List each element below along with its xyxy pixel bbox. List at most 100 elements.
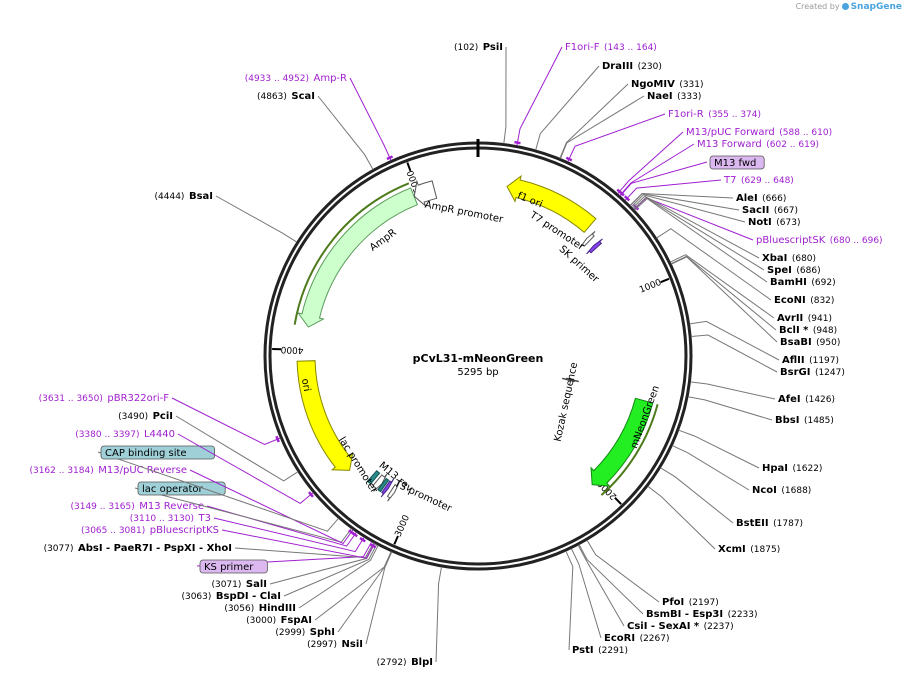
site-m13puc[interactable]: M13/pUC Forward (588 .. 610) xyxy=(686,127,832,138)
feature-label-lbl-amprprom: AmpR promoter xyxy=(424,200,505,226)
site-csii[interactable]: CsiI - SexAI * (2237) xyxy=(627,621,734,632)
site-lacopbox[interactable]: lac operator xyxy=(137,481,226,496)
site-m13fwd[interactable]: M13 Forward (602 .. 619) xyxy=(697,139,819,150)
site-xbai[interactable]: XbaI (680) xyxy=(762,253,816,264)
site-ampr-primer[interactable]: (4933 .. 4952) Amp-R xyxy=(245,73,347,84)
site-spei[interactable]: SpeI (686) xyxy=(767,265,821,276)
site-ksbox[interactable]: KS primer xyxy=(199,559,268,574)
site-bbsi[interactable]: BbsI (1485) xyxy=(775,415,834,426)
site-pbr322[interactable]: (3631 .. 3650) pBR322ori-F xyxy=(39,393,170,404)
site-ngomiv[interactable]: NgoMIV (331) xyxy=(631,79,704,90)
site-econi[interactable]: EcoNI (832) xyxy=(774,295,834,306)
site-name-bcli: BclI * xyxy=(779,325,809,336)
site-xcmi[interactable]: XcmI (1875) xyxy=(718,544,780,555)
tick-mark xyxy=(406,162,412,172)
site-leader-nsii xyxy=(365,551,393,645)
site-pos-psii: (102) xyxy=(454,43,478,53)
site-t7[interactable]: T7 (629 .. 648) xyxy=(723,175,794,186)
site-draiii[interactable]: DraIII (230) xyxy=(602,61,662,72)
site-pos-bspdi: (3063) xyxy=(181,592,211,602)
site-text-bspdi: (3063) BspDI - ClaI xyxy=(181,591,281,602)
primer-mark-pbks xyxy=(369,543,377,549)
site-pbsk[interactable]: pBluescriptSK (680 .. 696) xyxy=(756,235,883,246)
site-bcli[interactable]: BclI * (948) xyxy=(779,325,837,336)
site-bsteii[interactable]: BstEII (1787) xyxy=(736,518,803,529)
feature-ampr xyxy=(296,187,419,328)
site-name-lacopbox: lac operator xyxy=(142,484,203,495)
site-aflii[interactable]: AflII (1197) xyxy=(782,355,839,366)
site-pos-pbsk: (680 .. 696) xyxy=(830,236,883,246)
site-bsmbi[interactable]: BsmBI - Esp3I (2233) xyxy=(646,609,758,620)
site-text-xbai: XbaI (680) xyxy=(762,253,816,264)
site-m13r[interactable]: (3149 .. 3165) M13 Reverse xyxy=(70,501,204,512)
feature-capsite xyxy=(366,469,381,485)
site-name-aflii: AflII xyxy=(782,355,805,366)
site-text-pbr322: (3631 .. 3650) pBR322ori-F xyxy=(39,393,170,404)
site-bsrgi[interactable]: BsrGI (1247) xyxy=(780,367,845,378)
site-leader-bsteii xyxy=(660,467,734,524)
site-text-aflii: AflII (1197) xyxy=(782,355,839,366)
site-hpai[interactable]: HpaI (1622) xyxy=(762,463,822,474)
site-text-ecori: EcoRI (2267) xyxy=(604,633,670,644)
site-pfoi[interactable]: PfoI (2197) xyxy=(662,597,719,608)
site-name-hindiii: HindIII xyxy=(259,603,296,614)
site-fspai[interactable]: (3000) FspAI xyxy=(246,615,312,626)
site-name-sacii: SacII xyxy=(742,205,769,216)
site-m13fwdbox[interactable]: M13 fwd xyxy=(709,155,765,170)
site-text-m13puc: M13/pUC Forward (588 .. 610) xyxy=(686,127,832,138)
site-absi[interactable]: (3077) AbsI - PaeR7I - PspXI - XhoI xyxy=(44,543,232,554)
site-bamhi[interactable]: BamHI (692) xyxy=(770,277,836,288)
site-hindiii[interactable]: (3056) HindIII xyxy=(224,603,296,614)
feature-m13rev xyxy=(380,478,395,498)
site-leader-hpai xyxy=(678,429,760,469)
site-name-pcii: PciI xyxy=(153,411,173,422)
site-box-m13fwdbox xyxy=(709,155,765,170)
site-pos-pbr322: (3631 .. 3650) xyxy=(39,394,103,404)
site-text-bbsi: BbsI (1485) xyxy=(775,415,834,426)
site-sphi[interactable]: (2999) SphI xyxy=(275,627,335,638)
site-name-ksbox: KS primer xyxy=(204,562,254,573)
site-f1orir[interactable]: F1ori-R (355 .. 374) xyxy=(668,109,761,120)
primer-mark-m13pucrev xyxy=(348,529,355,535)
site-sacii[interactable]: SacII (667) xyxy=(742,205,798,216)
feature-arrows xyxy=(293,174,659,502)
site-psti[interactable]: PstI (2291) xyxy=(572,645,628,656)
site-text-sacii: SacII (667) xyxy=(742,205,798,216)
site-f1orif[interactable]: F1ori-F (143 .. 164) xyxy=(565,42,657,53)
site-m13pucrev[interactable]: (3162 .. 3184) M13/pUC Reverse xyxy=(29,465,187,476)
site-pos-hindiii: (3056) xyxy=(224,604,254,614)
site-alei[interactable]: AleI (666) xyxy=(736,193,786,204)
site-noti[interactable]: NotI (673) xyxy=(748,217,800,228)
site-ecori[interactable]: EcoRI (2267) xyxy=(604,633,670,644)
site-naei[interactable]: NaeI (333) xyxy=(647,91,701,102)
site-ncoi[interactable]: NcoI (1688) xyxy=(752,485,811,496)
site-name-t3: T3 xyxy=(198,513,211,524)
site-capbox[interactable]: CAP binding site xyxy=(100,445,215,460)
site-bspdi[interactable]: (3063) BspDI - ClaI xyxy=(181,591,281,602)
site-scai[interactable]: (4863) ScaI xyxy=(257,91,315,102)
site-box-capbox xyxy=(100,445,215,460)
site-pbks[interactable]: (3065 .. 3081) pBluescriptKS xyxy=(81,525,219,536)
site-leader-m13pucrev xyxy=(189,469,354,545)
site-name-bbsi: BbsI xyxy=(775,415,799,426)
site-psii[interactable]: (102) PsiI xyxy=(454,42,503,53)
site-pos-f1orir: (355 .. 374) xyxy=(708,110,761,120)
site-text-m13pucrev: (3162 .. 3184) M13/pUC Reverse xyxy=(29,465,187,476)
site-pos-l4440: (3380 .. 3397) xyxy=(75,430,139,440)
site-pcii[interactable]: (3490) PciI xyxy=(118,411,173,422)
site-name-bamhi: BamHI xyxy=(770,277,807,288)
primer-mark-t3 xyxy=(359,537,366,543)
site-l4440[interactable]: (3380 .. 3397) L4440 xyxy=(75,429,175,440)
site-text-pbsk: pBluescriptSK (680 .. 696) xyxy=(756,235,883,246)
site-name-sali: SalI xyxy=(246,579,267,590)
site-t3[interactable]: (3110 .. 3130) T3 xyxy=(130,513,211,524)
site-sali[interactable]: (3071) SalI xyxy=(211,579,267,590)
site-text-bsrgi: BsrGI (1247) xyxy=(780,367,845,378)
site-blpi[interactable]: (2792) BlpI xyxy=(377,657,433,668)
site-afei[interactable]: AfeI (1426) xyxy=(778,394,835,405)
site-leader-xcmi xyxy=(647,485,716,550)
site-bsabi[interactable]: BsaBI (950) xyxy=(780,337,840,348)
site-nsii[interactable]: (2997) NsiI xyxy=(307,639,363,650)
site-bsai[interactable]: (4444) BsaI xyxy=(155,191,213,202)
site-avrii[interactable]: AvrII (941) xyxy=(777,313,832,324)
